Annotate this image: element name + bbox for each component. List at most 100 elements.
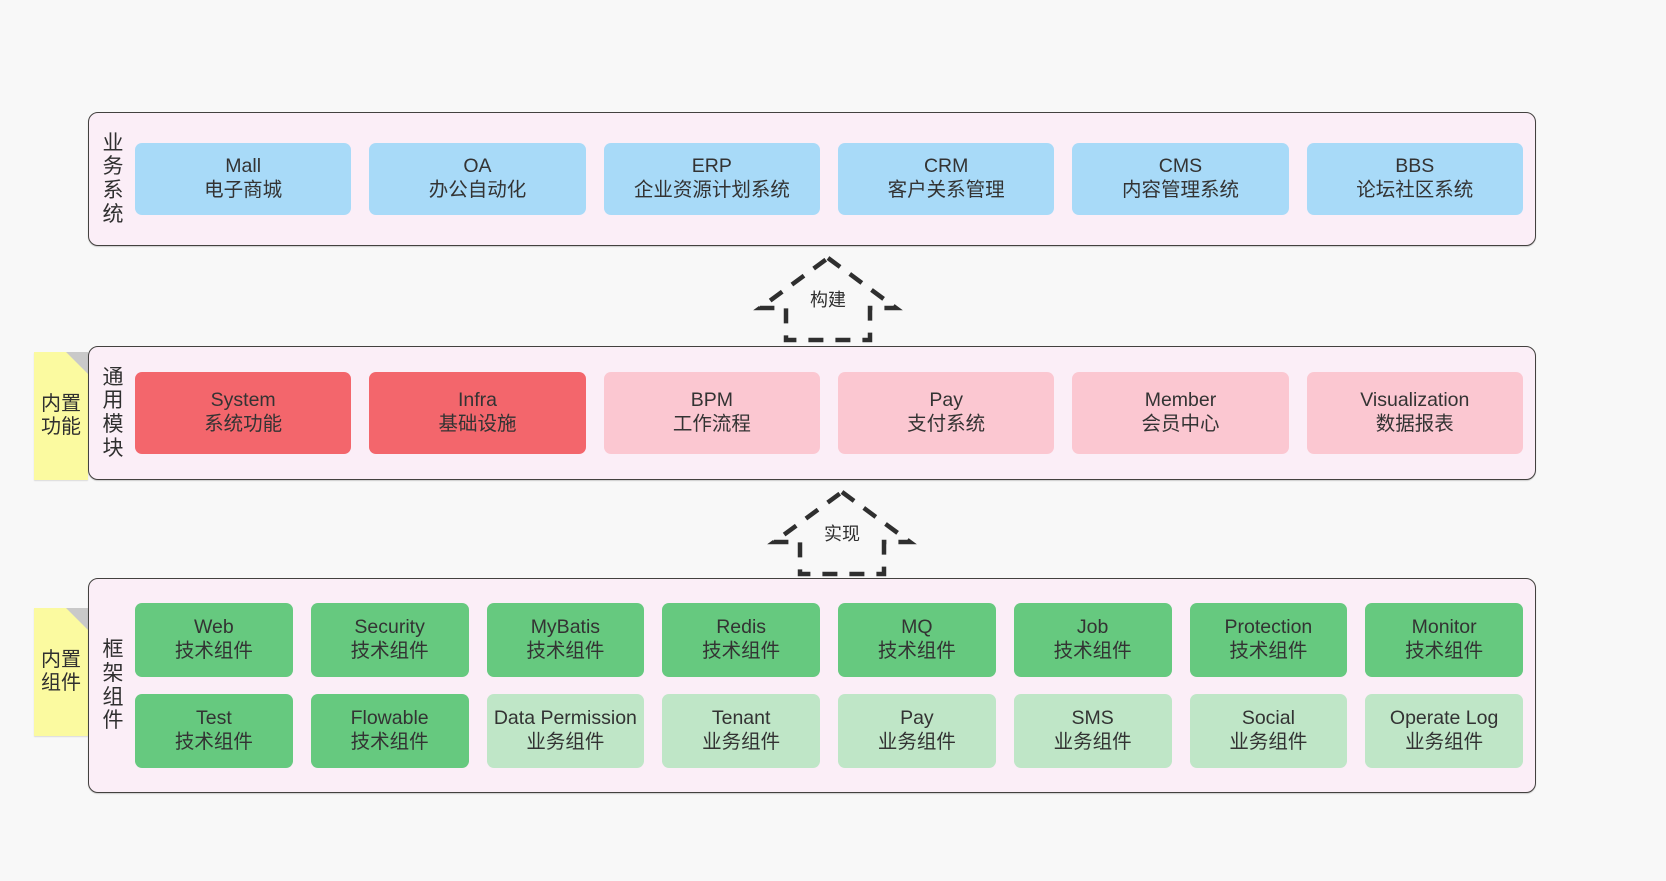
- card-subtitle: 技术组件: [877, 640, 956, 662]
- card-subtitle: 论坛社区系统: [1356, 179, 1474, 201]
- connector-build: 构建: [753, 252, 903, 344]
- layer-framework-components: 框架组件 Web 技术组件 Security 技术组件 MyBatis 技术组件…: [88, 578, 1536, 793]
- card-title: ERP: [691, 155, 732, 178]
- note-builtin-features: 内置功能: [34, 352, 88, 480]
- card-title: CRM: [923, 155, 969, 178]
- card-title: Mall: [225, 155, 262, 178]
- card-subtitle: 业务组件: [1053, 731, 1132, 753]
- card-title: Protection: [1224, 616, 1313, 639]
- card-social[interactable]: Social 业务组件: [1189, 694, 1348, 768]
- card-visualization[interactable]: Visualization 数据报表: [1306, 372, 1523, 454]
- card-title: Security: [354, 616, 425, 639]
- layer-body-framework-components: Web 技术组件 Security 技术组件 MyBatis 技术组件 Redi…: [129, 579, 1535, 792]
- card-subtitle: 内容管理系统: [1121, 179, 1239, 201]
- card-title: Visualization: [1360, 389, 1470, 412]
- card-mybatis[interactable]: MyBatis 技术组件: [486, 603, 645, 677]
- card-monitor[interactable]: Monitor 技术组件: [1365, 603, 1523, 677]
- card-title: Member: [1144, 389, 1217, 412]
- card-subtitle: 企业资源计划系统: [633, 179, 790, 201]
- card-sms[interactable]: SMS 业务组件: [1013, 694, 1172, 768]
- card-subtitle: 技术组件: [350, 640, 429, 662]
- card-title: Job: [1076, 616, 1109, 639]
- card-test[interactable]: Test 技术组件: [135, 694, 293, 768]
- card-title: Data Permission: [493, 707, 637, 730]
- card-title: Infra: [457, 389, 497, 412]
- card-subtitle: 办公自动化: [428, 179, 527, 201]
- card-bbs[interactable]: BBS 论坛社区系统: [1306, 143, 1523, 215]
- card-job[interactable]: Job 技术组件: [1013, 603, 1172, 677]
- layer-title-common-modules: 通用模块: [102, 365, 124, 460]
- card-title: CMS: [1158, 155, 1203, 178]
- card-data-permission[interactable]: Data Permission 业务组件: [486, 694, 645, 768]
- card-subtitle: 电子商城: [204, 179, 283, 201]
- layer-body-common-modules: System 系统功能 Infra 基础设施 BPM 工作流程 Pay 支付系统…: [129, 347, 1535, 479]
- layer-common-modules: 通用模块 System 系统功能 Infra 基础设施 BPM 工作流程 Pay…: [88, 346, 1536, 480]
- card-title: Flowable: [350, 707, 429, 730]
- card-crm[interactable]: CRM 客户关系管理: [837, 143, 1055, 215]
- layer-title-framework-components: 框架组件: [102, 638, 124, 733]
- card-system[interactable]: System 系统功能: [135, 372, 352, 454]
- card-mall[interactable]: Mall 电子商城: [135, 143, 352, 215]
- layer-body-business-systems: Mall 电子商城 OA 办公自动化 ERP 企业资源计划系统 CRM 客户关系…: [129, 113, 1535, 245]
- card-row: System 系统功能 Infra 基础设施 BPM 工作流程 Pay 支付系统…: [135, 372, 1523, 454]
- card-subtitle: 系统功能: [204, 413, 283, 435]
- card-row: Mall 电子商城 OA 办公自动化 ERP 企业资源计划系统 CRM 客户关系…: [135, 143, 1523, 215]
- card-web[interactable]: Web 技术组件: [135, 603, 293, 677]
- card-flowable[interactable]: Flowable 技术组件: [310, 694, 469, 768]
- card-subtitle: 业务组件: [877, 731, 956, 753]
- card-subtitle: 技术组件: [1053, 640, 1132, 662]
- card-cms[interactable]: CMS 内容管理系统: [1072, 143, 1289, 215]
- card-subtitle: 技术组件: [174, 640, 253, 662]
- card-tenant[interactable]: Tenant 业务组件: [662, 694, 820, 768]
- card-pay-module[interactable]: Pay 支付系统: [837, 372, 1055, 454]
- card-title: Tenant: [711, 707, 771, 730]
- card-title: OA: [463, 155, 492, 178]
- card-operate-log[interactable]: Operate Log 业务组件: [1365, 694, 1523, 768]
- layer-business-systems: 业务系统 Mall 电子商城 OA 办公自动化 ERP 企业资源计划系统 CRM…: [88, 112, 1536, 246]
- note-text: 内置功能: [41, 393, 81, 438]
- card-subtitle: 业务组件: [1405, 731, 1484, 753]
- card-title: Social: [1241, 707, 1295, 730]
- card-subtitle: 技术组件: [702, 640, 781, 662]
- card-erp[interactable]: ERP 企业资源计划系统: [603, 143, 820, 215]
- card-title: MyBatis: [530, 616, 601, 639]
- card-bpm[interactable]: BPM 工作流程: [603, 372, 820, 454]
- card-pay-component[interactable]: Pay 业务组件: [838, 694, 996, 768]
- card-infra[interactable]: Infra 基础设施: [369, 372, 586, 454]
- card-oa[interactable]: OA 办公自动化: [369, 143, 586, 215]
- card-subtitle: 业务组件: [702, 731, 781, 753]
- card-title: Monitor: [1411, 616, 1477, 639]
- card-title: Pay: [900, 707, 934, 730]
- card-redis[interactable]: Redis 技术组件: [662, 603, 820, 677]
- card-title: Redis: [716, 616, 767, 639]
- card-subtitle: 技术组件: [350, 731, 429, 753]
- card-subtitle: 基础设施: [438, 413, 517, 435]
- card-subtitle: 会员中心: [1141, 413, 1220, 435]
- connector-build-label: 构建: [810, 290, 846, 310]
- layer-title-business-systems: 业务系统: [102, 131, 124, 226]
- card-subtitle: 业务组件: [526, 731, 605, 753]
- card-subtitle: 客户关系管理: [887, 179, 1005, 201]
- dashed-hollow-arrow-up-icon: [767, 489, 917, 577]
- card-title: Test: [195, 707, 232, 730]
- card-mq[interactable]: MQ 技术组件: [838, 603, 996, 677]
- card-title: BPM: [690, 389, 733, 412]
- card-title: BBS: [1395, 155, 1435, 178]
- card-member[interactable]: Member 会员中心: [1072, 372, 1289, 454]
- dashed-hollow-arrow-up-icon: [753, 255, 903, 343]
- card-title: Operate Log: [1389, 707, 1499, 730]
- card-security[interactable]: Security 技术组件: [310, 603, 469, 677]
- note-fold-icon: [66, 608, 88, 630]
- card-subtitle: 技术组件: [526, 640, 605, 662]
- card-protection[interactable]: Protection 技术组件: [1189, 603, 1348, 677]
- card-row: Web 技术组件 Security 技术组件 MyBatis 技术组件 Redi…: [135, 603, 1523, 677]
- note-fold-icon: [66, 352, 88, 374]
- card-subtitle: 数据报表: [1375, 413, 1454, 435]
- card-subtitle: 业务组件: [1229, 731, 1308, 753]
- card-row: Test 技术组件 Flowable 技术组件 Data Permission …: [135, 694, 1523, 768]
- note-text: 内置组件: [41, 649, 81, 694]
- connector-implement-label: 实现: [824, 524, 860, 544]
- card-subtitle: 技术组件: [174, 731, 253, 753]
- card-subtitle: 技术组件: [1229, 640, 1308, 662]
